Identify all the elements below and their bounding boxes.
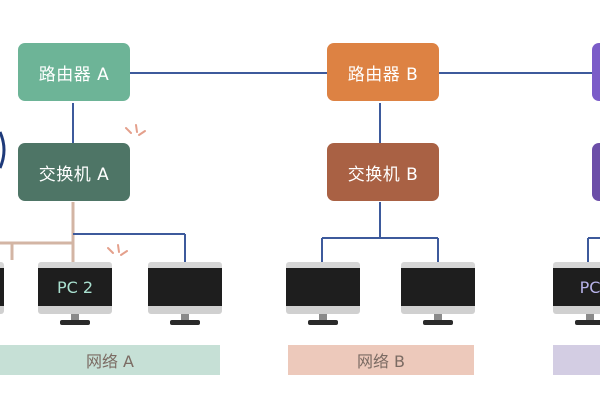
switch-b[interactable]: 交换机 B (327, 143, 439, 201)
pc-6-partial[interactable]: PC (553, 262, 600, 328)
switch-c-partial (592, 143, 600, 201)
router-a[interactable]: 路由器 A (18, 43, 130, 101)
pc-4[interactable] (286, 262, 360, 328)
sparkle-icon (125, 124, 146, 136)
pc-3[interactable] (148, 262, 222, 328)
pc-2[interactable]: PC 2 (38, 262, 112, 328)
switch-a[interactable]: 交换机 A (18, 143, 130, 201)
pc-label: PC 2 (38, 268, 112, 306)
partial-left-device (0, 131, 6, 169)
pc-label: PC (553, 268, 600, 306)
network-a-label: 网络 A (0, 345, 220, 375)
pc-5[interactable] (401, 262, 475, 328)
sparkle-icon (107, 244, 128, 256)
network-b-label: 网络 B (288, 345, 474, 375)
router-c-partial (592, 43, 600, 101)
router-b[interactable]: 路由器 B (327, 43, 439, 101)
pc-1-partial[interactable] (0, 262, 4, 328)
network-c-partial (553, 345, 600, 375)
